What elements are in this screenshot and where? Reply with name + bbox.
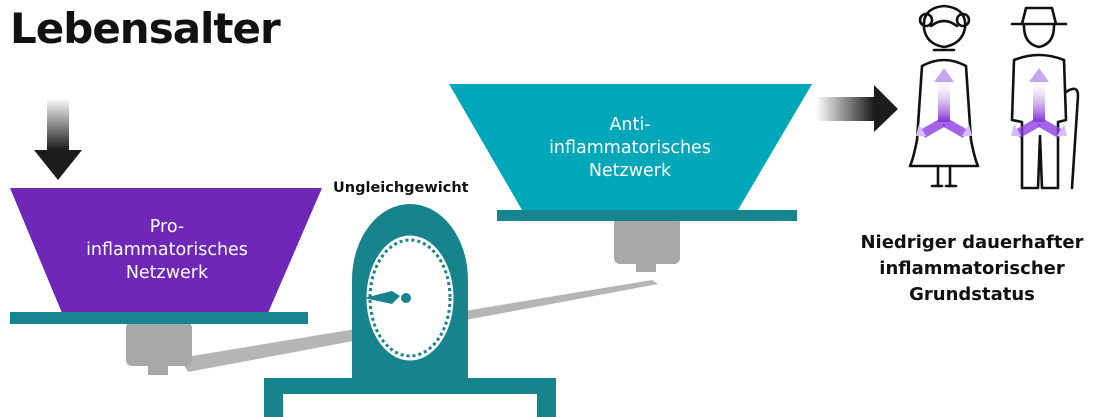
- result-line-1: Niedriger dauerhafter: [860, 232, 1084, 253]
- anti-label-line-2: inflammatorisches: [549, 138, 711, 158]
- down-arrow-icon: [34, 98, 82, 180]
- pro-label-line-2: inflammatorisches: [86, 240, 248, 260]
- anti-inflammatory-pan: [449, 84, 812, 221]
- pro-inflammatory-pan: [10, 188, 322, 324]
- older-man-icon: [1010, 6, 1080, 190]
- result-line-2: inflammatorischer: [879, 258, 1065, 279]
- anti-label-line-1: Anti-: [609, 115, 651, 135]
- right-arrow-icon: [816, 85, 898, 132]
- page-title: Lebensalter: [10, 4, 281, 53]
- pro-inflammatory-label: Pro- inflammatorisches Netzwerk: [42, 216, 292, 285]
- pro-label-line-1: Pro-: [149, 217, 185, 237]
- result-label: Niedriger dauerhafter inflammatorischer …: [838, 230, 1105, 308]
- pro-label-line-3: Netzwerk: [125, 263, 209, 283]
- older-woman-icon: [908, 4, 980, 188]
- woman-inflammation-glow-icon: [916, 68, 972, 138]
- scale-stand: [264, 204, 556, 417]
- imbalance-label: Ungleichgewicht: [333, 180, 469, 196]
- dial-needle-icon: [364, 291, 411, 304]
- result-line-3: Grundstatus: [909, 284, 1035, 305]
- left-weight: [126, 322, 192, 375]
- anti-label-line-3: Netzwerk: [588, 161, 672, 181]
- right-weight: [614, 216, 680, 272]
- anti-inflammatory-label: Anti- inflammatorisches Netzwerk: [505, 114, 755, 183]
- man-inflammation-glow-icon: [1011, 68, 1067, 138]
